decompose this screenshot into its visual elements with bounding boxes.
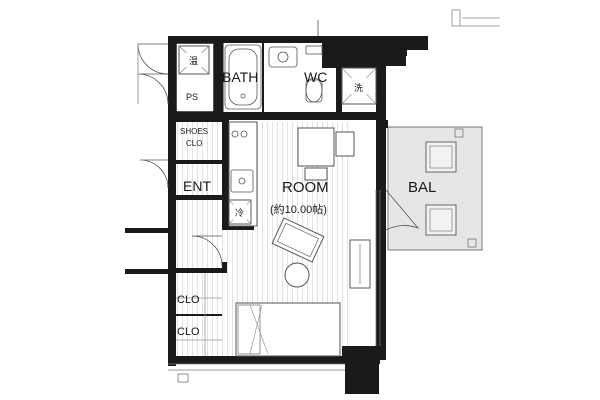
clo-lower-label: CLO — [177, 326, 200, 338]
washer-label: 洗 — [354, 82, 363, 93]
washer-pan — [341, 67, 377, 105]
clo-upper-label: CLO — [177, 294, 200, 306]
chair-icon — [271, 217, 325, 288]
wc-label: WC — [304, 69, 327, 85]
partitions — [176, 42, 264, 356]
room-size-label: (約10.00帖) — [270, 202, 327, 216]
walls — [125, 36, 428, 394]
tv-shelf — [349, 190, 381, 346]
shoes-clo-label-1: SHOES — [180, 127, 208, 136]
water-heater-label: 温 — [189, 56, 198, 66]
bathtub-icon — [224, 44, 262, 110]
bal-label: BAL — [408, 179, 436, 196]
room-labels: BATH WC ROOM (約10.00帖) BAL ENT SHOES CLO… — [177, 56, 436, 338]
balcony-area — [387, 126, 483, 251]
bath-label: BATH — [222, 69, 258, 85]
room-label: ROOM — [282, 179, 329, 196]
toilet-icon — [305, 45, 323, 103]
bed-icon — [235, 302, 341, 357]
fridge-label: 冷 — [235, 207, 244, 218]
window-marks — [168, 9, 500, 383]
fridge-space — [228, 199, 252, 225]
table-icon — [297, 127, 355, 181]
door-swing-icon — [137, 20, 420, 267]
shoes-clo-label-2: CLO — [186, 139, 202, 148]
sink-icon — [268, 46, 298, 68]
ps-label: PS — [186, 92, 198, 102]
ps-area — [175, 42, 215, 113]
ent-label: ENT — [183, 178, 211, 194]
